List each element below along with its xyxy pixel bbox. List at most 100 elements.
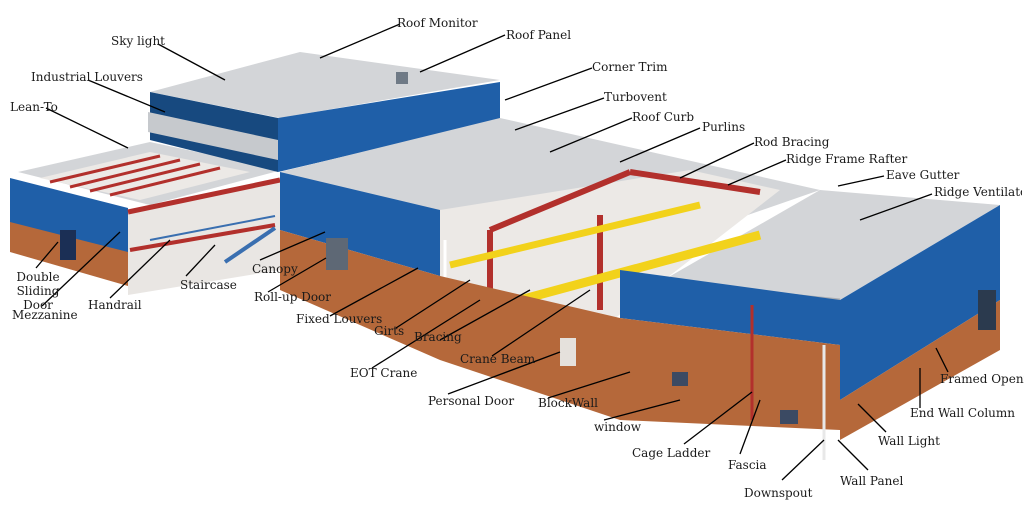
leader-line: [603, 399, 681, 421]
end-wall-blue: [840, 205, 1000, 400]
label-downspout: Downspout: [744, 486, 813, 500]
label-staircase: Staircase: [180, 278, 237, 292]
roof-monitor-vent: [396, 72, 408, 84]
label-sky-light: Sky light: [111, 34, 165, 48]
leader-line: [319, 23, 401, 59]
label-eot-crane: EOT Crane: [350, 366, 418, 380]
label-mezzanine: Mezzanine: [12, 308, 78, 322]
leader-line: [857, 403, 887, 433]
label-ridge-ventilator: Ridge Ventilator: [934, 185, 1022, 199]
label-fascia: Fascia: [728, 458, 767, 472]
front-wall-left: [280, 172, 440, 276]
lean-to-purlin: [89, 162, 201, 193]
roof-monitor-block: [148, 52, 500, 172]
label-personal-door: Personal Door: [428, 394, 515, 408]
monitor-front-wall: [278, 82, 500, 172]
label-cage-ladder: Cage Ladder: [632, 446, 711, 460]
label-roof-monitor: Roof Monitor: [397, 16, 478, 30]
leader-line: [45, 107, 129, 149]
leader-line: [837, 439, 869, 471]
leader-line: [259, 231, 326, 261]
lean-to-purlin: [49, 154, 161, 184]
ridge-frame-rafter: [629, 169, 761, 195]
lean-to-purlin: [69, 158, 181, 189]
monitor-roof: [150, 52, 500, 118]
label-roll-up-door: Roll-up Door: [254, 290, 332, 304]
window-panel: [672, 372, 688, 386]
label-double-sliding-door: Double Sliding Door: [16, 270, 60, 312]
leader-line: [491, 289, 591, 357]
label-girts: Girts: [374, 324, 405, 338]
leader-line: [619, 127, 701, 163]
leader-line: [727, 159, 787, 186]
label-framed-opening: Framed Opening: [940, 372, 1024, 386]
leader-line: [329, 267, 419, 317]
label-industrial-louvers: Industrial Louvers: [31, 70, 143, 84]
leader-line: [859, 193, 933, 221]
leader-line: [514, 97, 605, 131]
front-wall-brick: [280, 230, 840, 430]
leader-line: [439, 289, 531, 341]
leader-line: [109, 239, 171, 299]
leader-line: [679, 142, 755, 179]
leader-line: [419, 34, 506, 73]
label-handrail: Handrail: [88, 298, 142, 312]
label-bracing: Bracing: [414, 330, 462, 344]
ridge-frame-rafter: [488, 169, 632, 233]
window-panel: [780, 410, 798, 424]
label-fixed-louvers: Fixed Louvers: [296, 312, 383, 326]
handrail-rail: [149, 215, 276, 241]
industrial-louvers-panel: [148, 112, 278, 160]
leader-line: [395, 279, 471, 329]
label-roof-curb: Roof Curb: [632, 110, 695, 124]
label-turbovent: Turbovent: [604, 90, 667, 104]
leader-line: [35, 241, 59, 269]
leader-line: [935, 347, 949, 373]
eot-crane: [518, 230, 762, 305]
leader-line: [371, 299, 481, 369]
leader-line: [504, 67, 593, 101]
label-wall-panel: Wall Panel: [840, 474, 904, 488]
label-wall-light: Wall Light: [878, 434, 940, 448]
main-roof-right: [660, 190, 1000, 300]
framed-opening: [978, 290, 996, 330]
lean-to-purlin: [109, 166, 221, 197]
leader-line: [549, 117, 633, 153]
leader-line: [157, 43, 226, 81]
staircase-stringer: [223, 226, 277, 264]
mezzanine-beam: [127, 177, 281, 215]
leader-line: [739, 399, 761, 455]
label-corner-trim: Corner Trim: [592, 60, 668, 74]
roll-up-door: [326, 238, 348, 270]
label-eave-gutter: Eave Gutter: [886, 168, 960, 182]
label-end-wall-column: End Wall Column: [910, 406, 1015, 420]
leader-lines: [35, 23, 949, 481]
mezzanine-floor: [129, 223, 276, 252]
personal-door: [560, 338, 576, 366]
crane-beam: [449, 201, 701, 269]
open-bay-floor: [440, 170, 780, 330]
label-crane-beam: Crane Beam: [460, 352, 536, 366]
label-rod-bracing: Rod Bracing: [754, 135, 830, 149]
leader-line: [267, 257, 327, 293]
lean-to-structure: [10, 142, 282, 295]
label-lean-to: Lean-To: [10, 100, 58, 114]
label-canopy: Canopy: [252, 262, 298, 276]
front-side-wall: [280, 172, 840, 460]
leader-line: [683, 391, 753, 445]
leader-line: [837, 175, 885, 187]
label-blockwall: BlockWall: [538, 396, 598, 410]
leader-line: [781, 439, 825, 481]
label-purlins: Purlins: [702, 120, 746, 134]
double-sliding-door: [60, 230, 76, 260]
label-ridge-frame-rafter: Ridge Frame Rafter: [786, 152, 908, 166]
leader-line: [41, 231, 121, 307]
leader-line: [447, 351, 561, 395]
leader-line: [87, 79, 166, 113]
label-window: window: [594, 420, 642, 434]
front-wall-right: [620, 270, 840, 345]
leader-line: [185, 244, 216, 277]
